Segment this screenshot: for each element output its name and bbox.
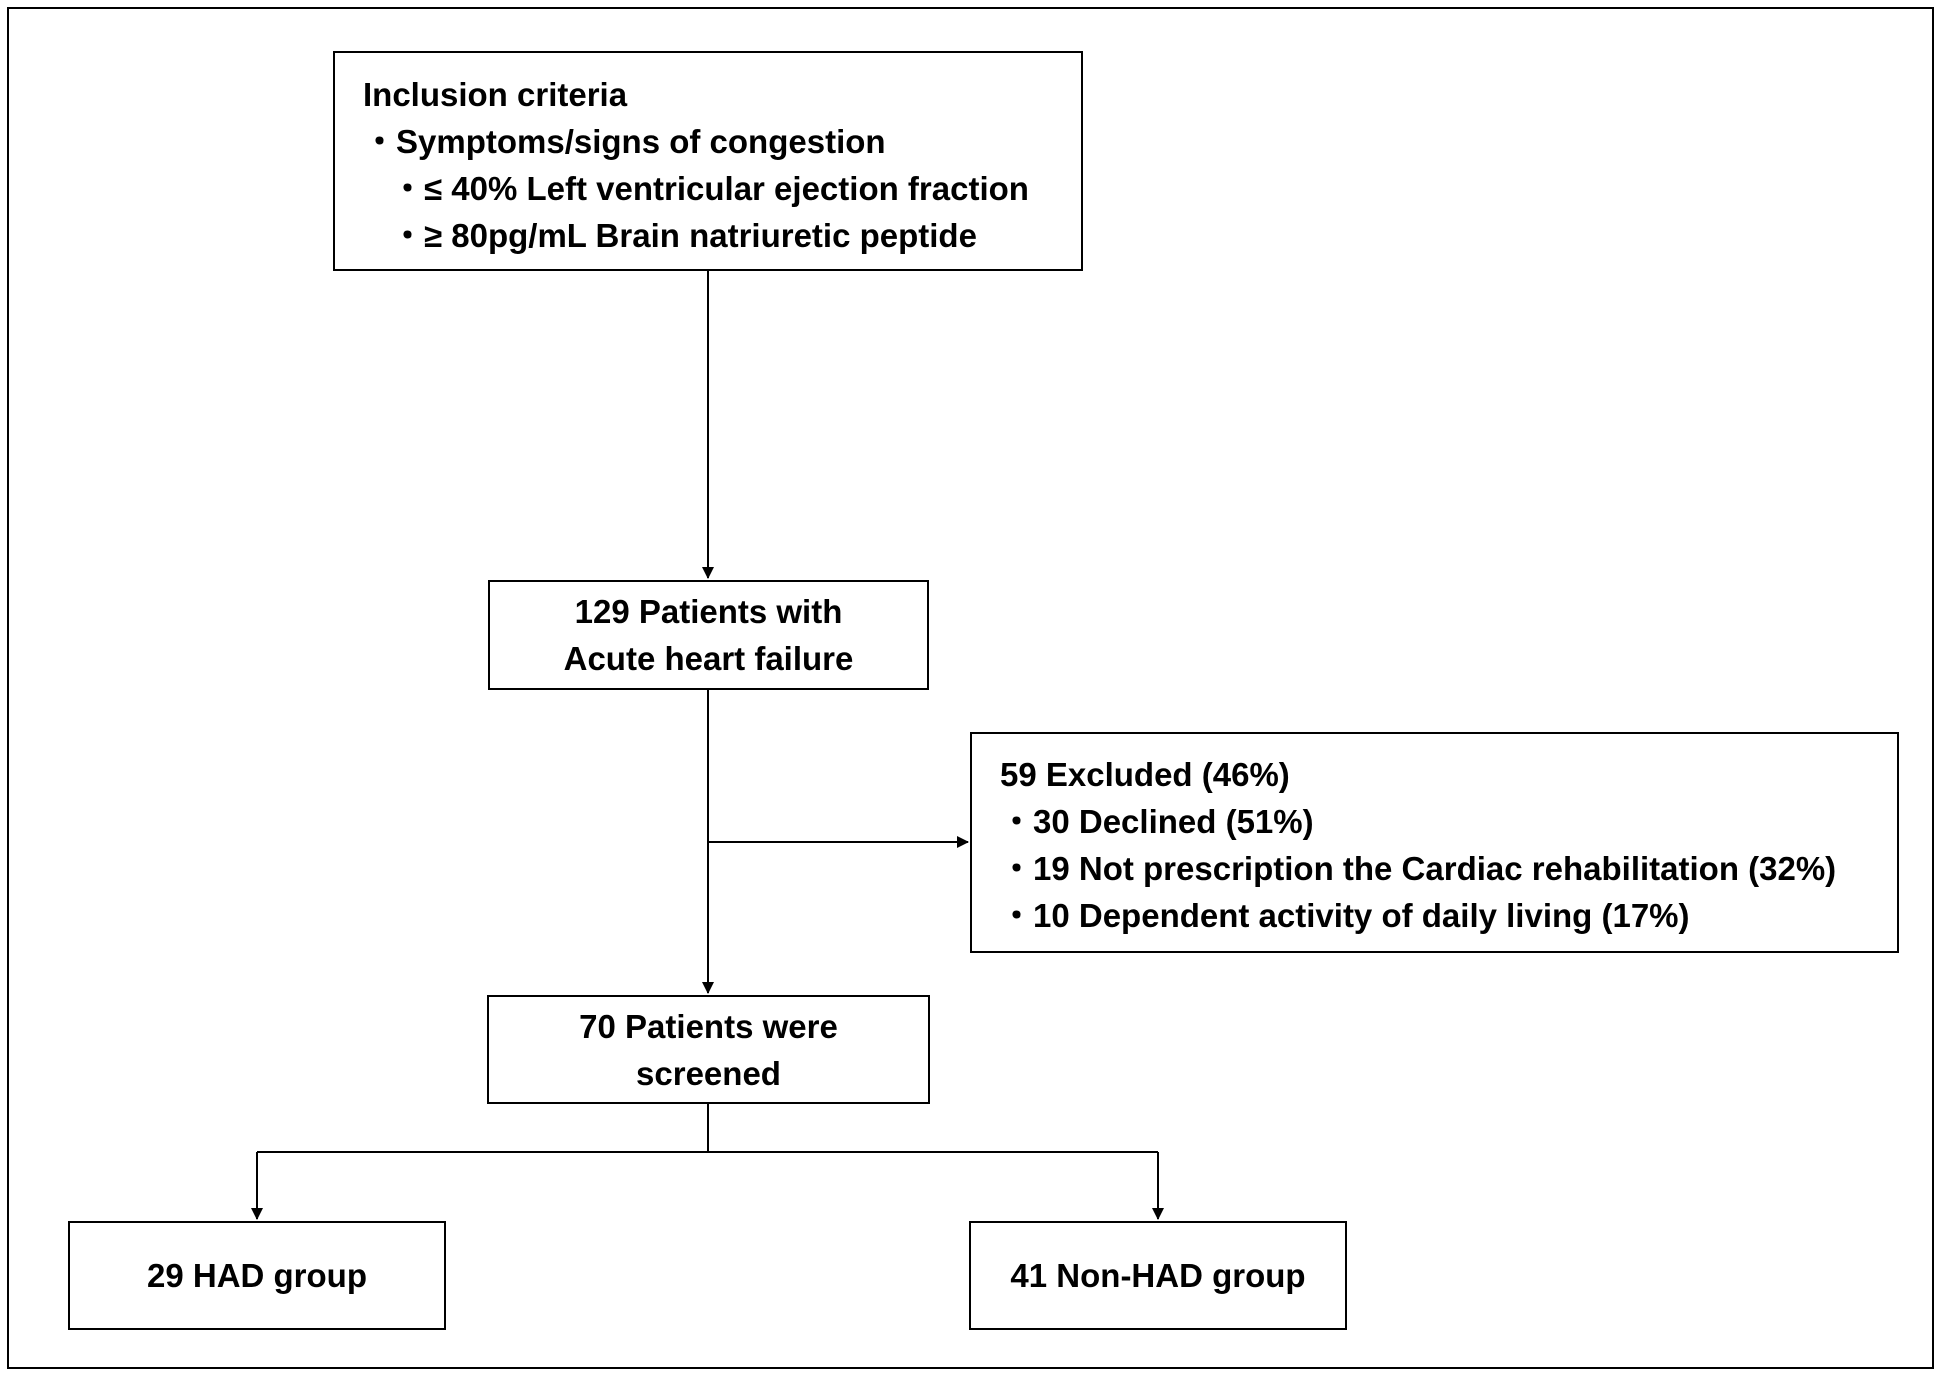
inclusion-item: ・≥ 80pg/mL Brain natriuretic peptide <box>391 217 977 254</box>
inclusion-item: ・≤ 40% Left ventricular ejection fractio… <box>391 170 1029 207</box>
figure-frame <box>7 7 1934 1369</box>
excluded-item: ・30 Declined (51%) <box>1000 803 1314 840</box>
non-had-group-label: 41 Non-HAD group <box>1010 1257 1306 1294</box>
acute-heart-failure-box: 129 Patients with Acute heart failure <box>488 580 929 690</box>
inclusion-criteria-box: Inclusion criteria ・Symptoms/signs of co… <box>333 51 1083 271</box>
non-had-group-box: 41 Non-HAD group <box>969 1221 1347 1330</box>
excluded-box: 59 Excluded (46%) ・30 Declined (51%) ・19… <box>970 732 1899 953</box>
acute-hf-line: 129 Patients with <box>574 593 843 630</box>
excluded-item: ・10 Dependent activity of daily living (… <box>1000 897 1690 934</box>
screened-line: screened <box>636 1054 781 1092</box>
inclusion-item: ・Symptoms/signs of congestion <box>363 123 886 160</box>
excluded-heading: 59 Excluded (46%) <box>1000 756 1290 793</box>
excluded-item: ・19 Not prescription the Cardiac rehabil… <box>1000 850 1837 887</box>
acute-hf-line: Acute heart failure <box>563 640 854 677</box>
screened-line: 70 Patients were <box>579 1007 838 1045</box>
had-group-label: 29 HAD group <box>146 1257 367 1294</box>
screened-box: 70 Patients were screened <box>487 995 930 1104</box>
had-group-box: 29 HAD group <box>68 1221 446 1330</box>
inclusion-heading: Inclusion criteria <box>363 76 628 113</box>
